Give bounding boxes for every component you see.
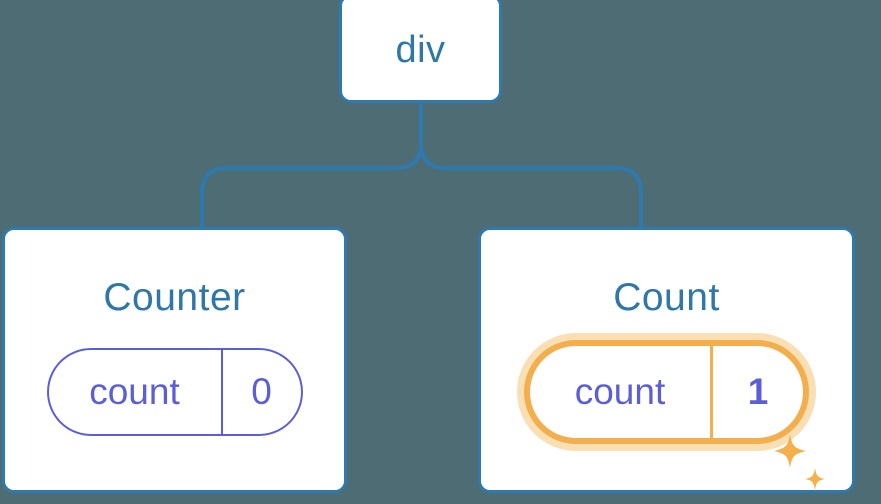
state-pill-value: 0	[220, 350, 301, 434]
sparkle-small-icon	[805, 468, 825, 490]
node-div[interactable]: div	[339, 0, 502, 103]
state-pill-value: 1	[710, 346, 803, 438]
node-counter[interactable]: Counter count 0	[2, 227, 347, 493]
node-div-title: div	[395, 29, 446, 71]
state-pill-key: count	[89, 371, 180, 412]
node-count[interactable]: Count count 1	[478, 227, 855, 493]
counter-state-row: count 0	[5, 348, 344, 436]
state-pill-count[interactable]: count 0	[46, 348, 303, 436]
count-state-row: count 1	[481, 340, 852, 490]
node-counter-title: Counter	[103, 276, 246, 319]
node-count-title: Count	[613, 276, 720, 319]
sparkles-group	[774, 434, 825, 490]
state-pill-key: count	[574, 371, 666, 412]
state-pill-count-updated[interactable]: count 1	[524, 340, 809, 444]
